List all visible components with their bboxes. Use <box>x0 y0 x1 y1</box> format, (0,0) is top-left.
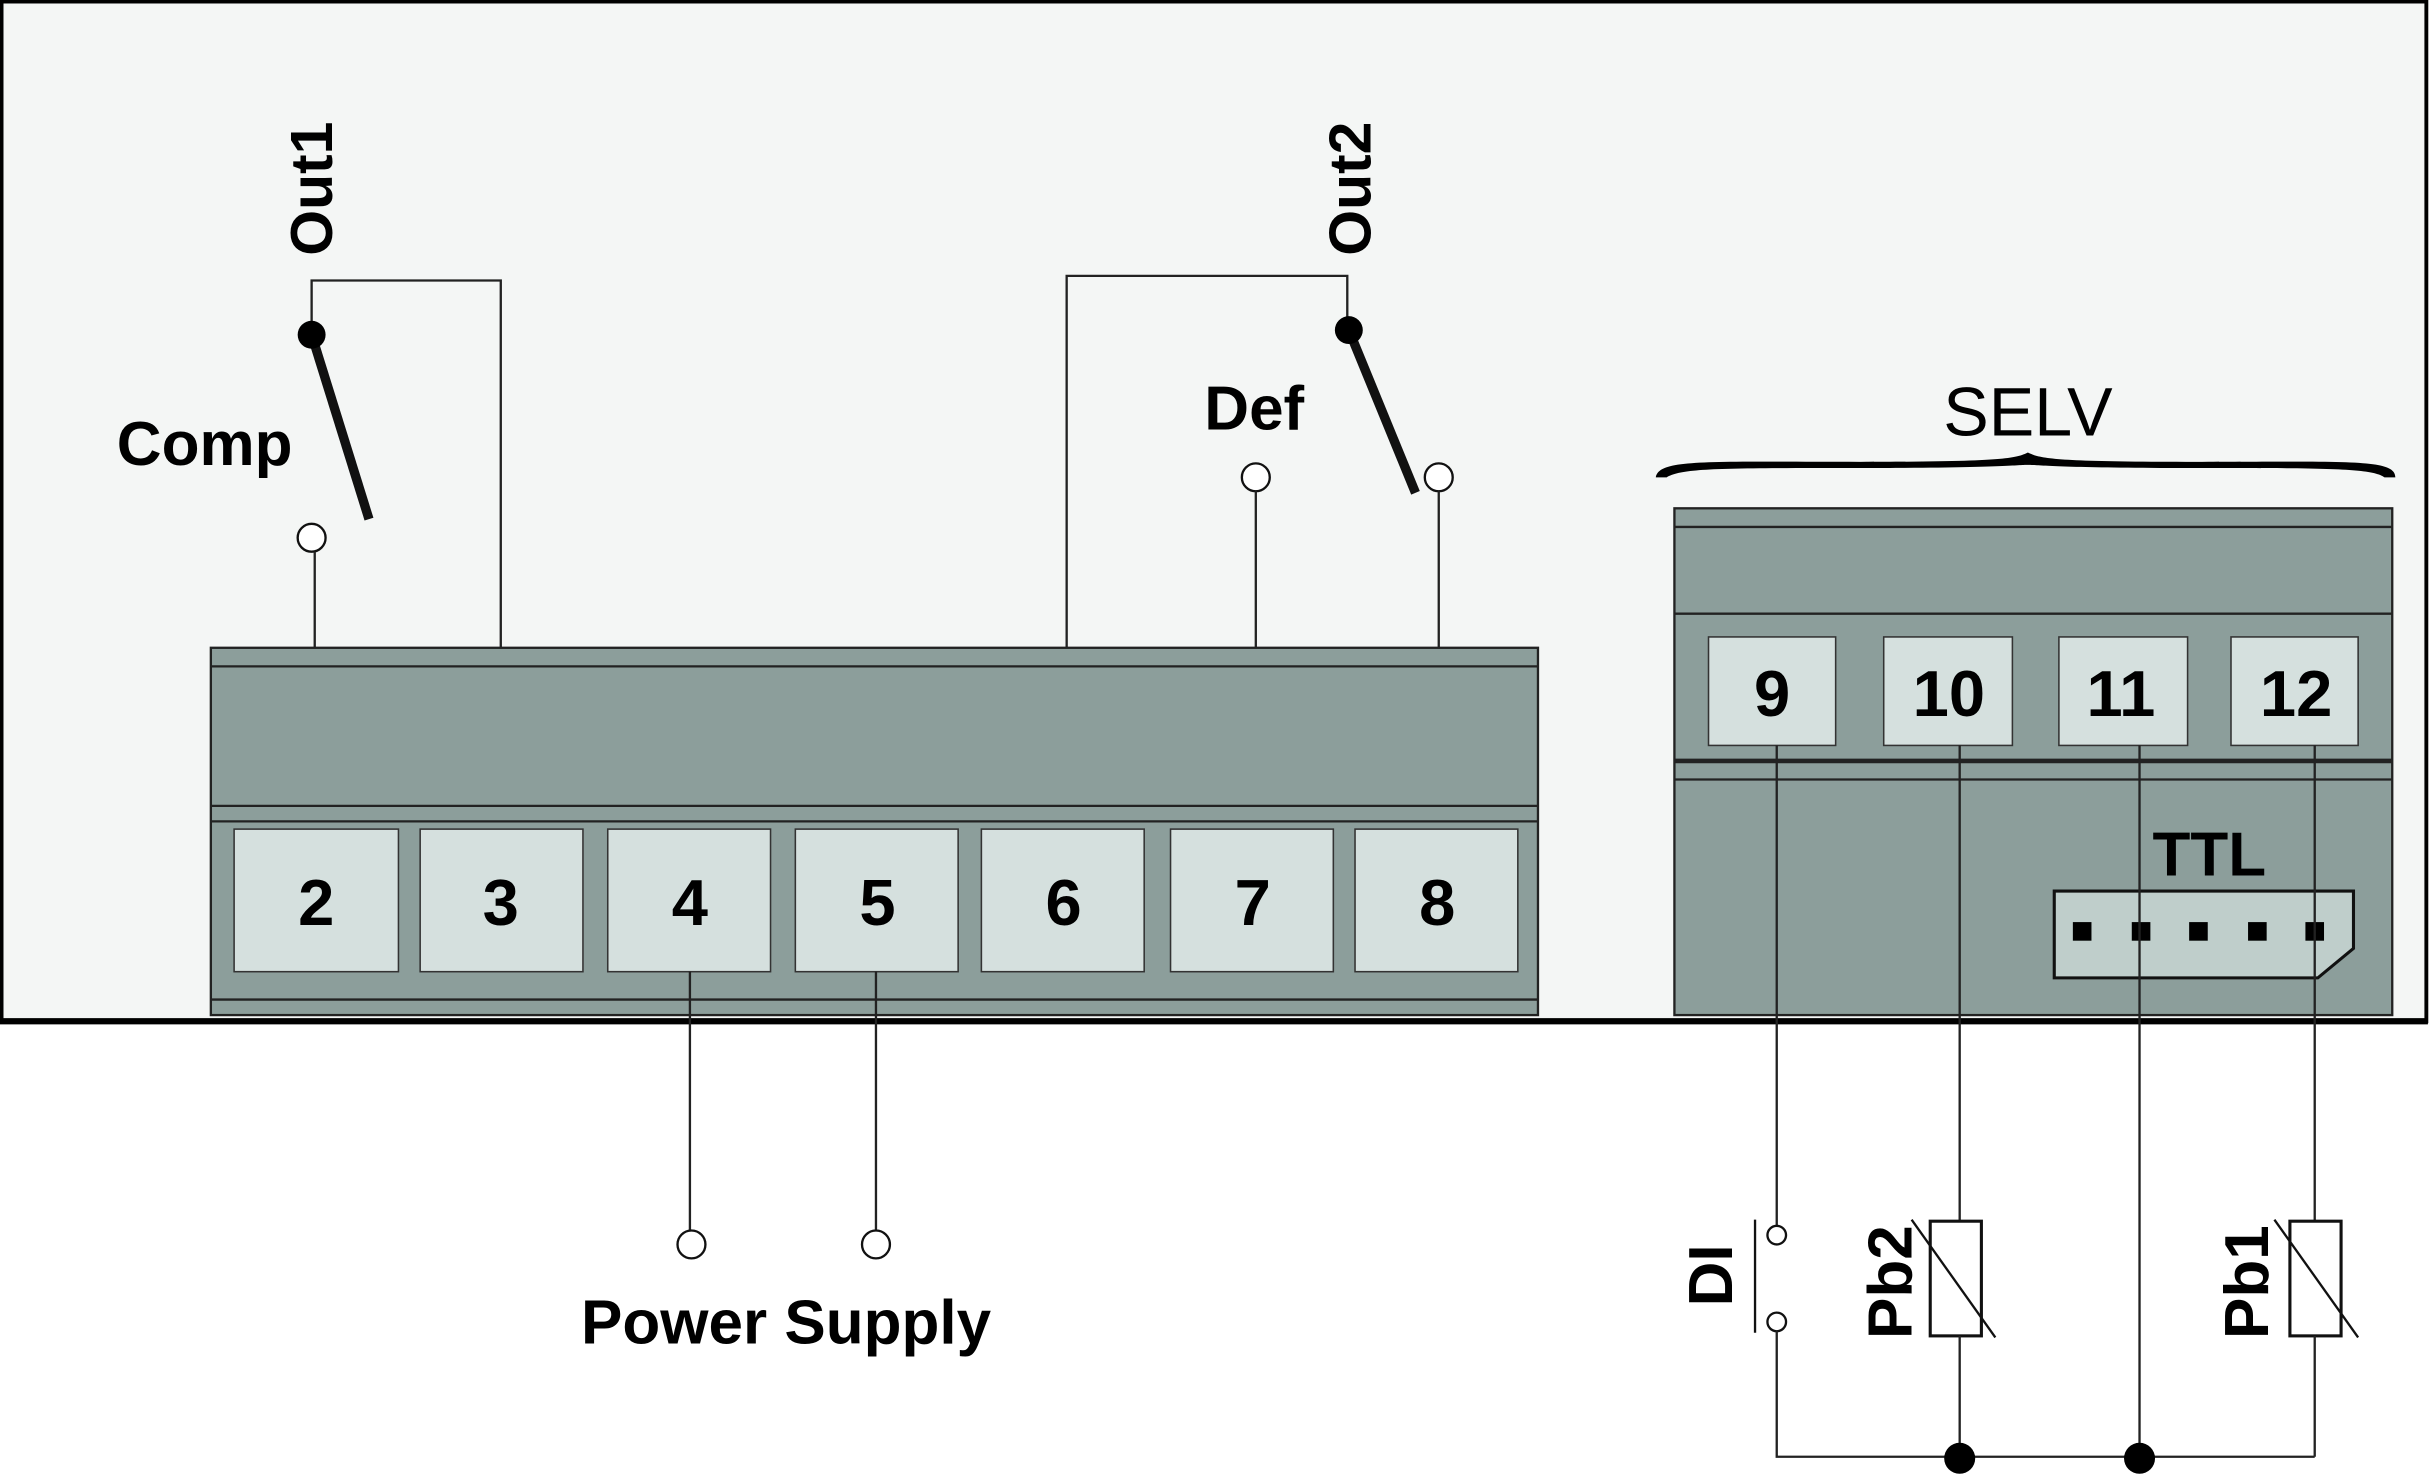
svg-text:9: 9 <box>1754 657 1790 730</box>
svg-text:7: 7 <box>1235 866 1271 939</box>
pb2-label: Pb2 <box>1857 1225 1926 1339</box>
main-terminal-block: 2 3 4 5 6 7 8 <box>209 646 1540 1017</box>
selv-label: SELV <box>1943 374 2113 450</box>
contact-icon <box>676 1229 707 1260</box>
terminal-4: 4 <box>606 828 772 973</box>
svg-text:5: 5 <box>859 866 895 939</box>
comp-label: Comp <box>117 410 293 479</box>
selv-terminal-block: SELV 9 10 11 12 TTL <box>1655 374 2396 1017</box>
terminal-9: 9 <box>1707 636 1837 747</box>
svg-text:4: 4 <box>672 866 708 939</box>
junction-icon <box>2124 1442 2156 1474</box>
junction-icon <box>1944 1442 1976 1474</box>
terminal-3: 3 <box>419 828 584 973</box>
terminal-10: 10 <box>1882 636 2014 747</box>
svg-text:8: 8 <box>1419 866 1455 939</box>
contact-icon <box>296 522 327 553</box>
terminal-11: 11 <box>2058 636 2189 747</box>
terminal-12: 12 <box>2230 636 2359 747</box>
svg-text:2: 2 <box>298 866 334 939</box>
ttl-label: TTL <box>2152 821 2266 890</box>
out1-label: Out1 <box>280 122 345 256</box>
di-label: DI <box>1677 1244 1746 1306</box>
contact-icon <box>860 1229 892 1260</box>
svg-text:3: 3 <box>483 866 519 939</box>
out2-relay: Out2 Def <box>1065 122 1454 648</box>
relay-pivot-icon <box>297 320 326 349</box>
power-supply: Power Supply <box>581 971 992 1358</box>
input-wiring: DI Pb2 Pb1 <box>1677 745 2360 1474</box>
svg-text:12: 12 <box>2260 657 2332 730</box>
ttl-connector <box>2052 889 2356 980</box>
contact-icon <box>1423 462 1454 493</box>
power-supply-label: Power Supply <box>581 1289 992 1358</box>
pb2-thermistor-icon <box>1928 1219 1983 1338</box>
terminal-5: 5 <box>794 828 959 973</box>
svg-text:11: 11 <box>2087 657 2156 730</box>
contact-icon <box>1766 1311 1788 1333</box>
terminal-6: 6 <box>980 828 1145 973</box>
brace-icon <box>1655 452 2396 478</box>
svg-text:6: 6 <box>1045 866 1081 939</box>
relay-pivot-icon <box>1334 316 1363 345</box>
terminal-2: 2 <box>233 828 400 973</box>
def-label: Def <box>1204 374 1304 443</box>
contact-icon <box>1766 1224 1788 1246</box>
contact-icon <box>1240 462 1271 493</box>
pb1-label: Pb1 <box>2213 1225 2282 1339</box>
svg-text:10: 10 <box>1913 657 1985 730</box>
out2-label: Out2 <box>1319 122 1384 256</box>
out1-relay: Out1 Comp <box>117 122 502 648</box>
terminal-7: 7 <box>1169 828 1335 973</box>
terminal-8: 8 <box>1354 828 1519 973</box>
